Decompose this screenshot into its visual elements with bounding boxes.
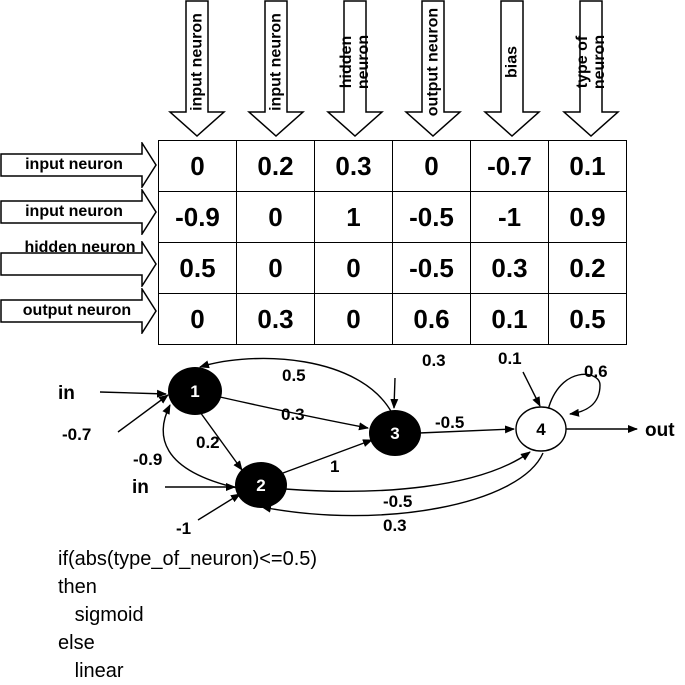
matrix-cell: 0.6 (392, 293, 471, 345)
edge-2-to-3 (282, 439, 373, 474)
network-diagram: 1 2 3 4 0.5 0.3 0.2 -0.9 1 -0.5 -0.5 0.3… (58, 349, 675, 538)
row-label: input neuron (25, 203, 123, 220)
label-bias-3: 0.3 (422, 351, 446, 370)
matrix-cell: 1 (314, 191, 393, 243)
label-w-2-1: -0.9 (133, 450, 162, 469)
matrix-cell: 0 (236, 191, 315, 243)
column-label: input neuron (267, 13, 285, 111)
row-header-input-neuron-1: input neuron (0, 142, 158, 188)
bias-arrow-1 (117, 394, 169, 433)
matrix-cell: -0.5 (392, 191, 471, 243)
matrix-cell: 0 (158, 140, 237, 192)
edge-2-to-4 (284, 451, 531, 492)
matrix-cell: 0.1 (470, 293, 549, 345)
row-header-hidden-neuron: hidden neuron (0, 239, 158, 287)
code-line: linear (58, 660, 124, 682)
code-line: else (58, 632, 95, 654)
matrix-cell: 0.3 (314, 140, 393, 192)
bias-arrow-2 (197, 493, 241, 521)
matrix-cell: 0.5 (548, 293, 627, 345)
matrix-cell: -1 (470, 191, 549, 243)
label-w-1-3: 0.3 (281, 405, 305, 424)
matrix-cell: 0 (392, 140, 471, 192)
edge-1-to-3 (219, 396, 369, 431)
column-header-input-neuron-1: input neuron (166, 0, 228, 138)
label-bias-2: -1 (176, 519, 191, 538)
label-w-2-3: 1 (330, 457, 339, 476)
column-header-output-neuron: output neuron (402, 0, 464, 138)
edge-4-self-loop (547, 373, 601, 417)
edge-3-to-4 (418, 425, 515, 434)
column-header-input-neuron-2: input neuron (245, 0, 307, 138)
code-line: if(abs(type_of_neuron)<=0.5) (58, 548, 318, 570)
column-header-hidden-neuron: hidden neuron (324, 0, 386, 138)
table-row: 0.5 0 0 -0.5 0.3 0.2 (158, 242, 627, 294)
column-header-bias: bias (481, 0, 543, 138)
matrix-cell: 0.3 (236, 293, 315, 345)
weight-matrix: 0 0.2 0.3 0 -0.7 0.1 -0.9 0 1 -0.5 -1 0.… (158, 140, 627, 345)
code-line: then (58, 576, 97, 598)
matrix-cell: 0 (158, 293, 237, 345)
matrix-cell: 0.9 (548, 191, 627, 243)
bias-arrow-3 (390, 377, 399, 409)
edge-3-to-1 (199, 357, 393, 414)
table-row: 0 0.3 0 0.6 0.1 0.5 (158, 293, 627, 345)
column-label: hidden neuron (338, 34, 372, 90)
matrix-cell: -0.5 (392, 242, 471, 294)
bias-arrow-4 (522, 371, 541, 407)
matrix-cell: 0.2 (548, 242, 627, 294)
matrix-cell: 0 (236, 242, 315, 294)
matrix-cell: 0 (314, 242, 393, 294)
matrix-cell: -0.7 (470, 140, 549, 192)
table-row: -0.9 0 1 -0.5 -1 0.9 (158, 191, 627, 243)
matrix-cell: 0 (314, 293, 393, 345)
row-label: hidden neuron (24, 239, 136, 256)
node-label: 3 (390, 424, 399, 443)
node-label: 1 (190, 382, 199, 401)
column-header-type-of-neuron: type of neuron (560, 0, 622, 138)
node-2: 2 (235, 462, 287, 508)
table-row: 0 0.2 0.3 0 -0.7 0.1 (158, 140, 627, 192)
input-label-2: in (132, 477, 149, 498)
input-label-1: in (58, 383, 75, 404)
label-bias-4: 0.1 (498, 349, 522, 368)
node-label: 4 (536, 420, 546, 439)
column-label: type of neuron (574, 34, 608, 90)
column-label: output neuron (424, 7, 442, 117)
matrix-cell: 0.3 (470, 242, 549, 294)
row-label: output neuron (22, 302, 132, 319)
row-header-output-neuron: output neuron (0, 288, 158, 334)
output-label: out (645, 420, 675, 441)
code-line: sigmoid (58, 604, 144, 626)
edge-1-to-2 (199, 411, 243, 471)
matrix-cell: 0.5 (158, 242, 237, 294)
label-w-4-4: 0.6 (584, 362, 608, 381)
activation-rule-code: if(abs(type_of_neuron)<=0.5) then sigmoi… (58, 545, 317, 685)
edge-2-to-1 (162, 404, 238, 489)
row-label: input neuron (25, 156, 123, 173)
matrix-cell: 0.2 (236, 140, 315, 192)
node-3: 3 (369, 410, 421, 456)
edge-4-to-2 (261, 452, 544, 517)
label-w-1-2: 0.2 (196, 433, 220, 452)
row-header-input-neuron-2: input neuron (0, 189, 158, 235)
label-bias-1: -0.7 (62, 425, 91, 444)
column-label: input neuron (188, 13, 206, 111)
matrix-cell: 0.1 (548, 140, 627, 192)
label-w-3-4: -0.5 (435, 413, 464, 432)
label-w-3-1: 0.5 (282, 366, 306, 385)
label-w-4-2: 0.3 (383, 516, 407, 535)
input-arrow-1 (99, 389, 167, 398)
label-w-2-4: -0.5 (383, 492, 412, 511)
node-1: 1 (168, 367, 222, 415)
column-label: bias (503, 45, 521, 79)
node-label: 2 (256, 476, 265, 495)
matrix-cell: -0.9 (158, 191, 237, 243)
node-4: 4 (515, 406, 567, 452)
